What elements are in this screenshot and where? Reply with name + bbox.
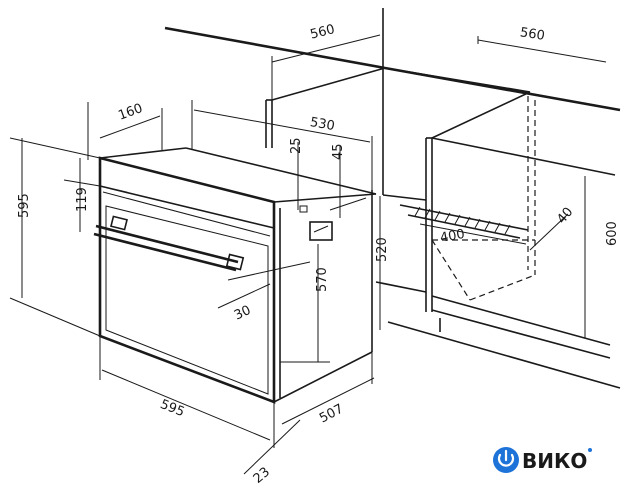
dim-handle-offset: 30	[232, 303, 253, 324]
dim-vent-width: 400	[439, 227, 466, 246]
oven-body	[93, 147, 377, 404]
dim-niche-height-right: 600	[605, 221, 620, 246]
dim-oven-width-bottom: 595	[158, 397, 187, 420]
dim-panel-height: 119	[75, 187, 90, 212]
dim-oven-depth-top: 530	[309, 115, 336, 134]
power-icon	[493, 447, 519, 473]
dim-cabinet-width-top: 560	[309, 22, 337, 43]
dim-body-depth-bottom: 507	[317, 402, 346, 427]
brand-logo: ВИКО	[493, 447, 592, 473]
dim-niche-width-right: 560	[519, 25, 546, 44]
vent-hatching	[399, 204, 529, 239]
dim-panel-depth: 160	[116, 101, 144, 124]
dimension-lines	[9, 8, 607, 475]
dim-top-gap: 25	[289, 137, 304, 154]
dim-niche-height-cabinet: 520	[375, 237, 390, 262]
dim-front-thickness: 23	[251, 465, 273, 486]
logo-dot	[588, 448, 592, 452]
cabinet-structure	[164, 8, 621, 389]
oven-handle	[93, 215, 245, 272]
brand-name: ВИКО	[522, 449, 587, 473]
dim-body-height: 570	[315, 267, 330, 292]
dim-oven-height: 595	[17, 193, 32, 218]
dimension-labels: 560 560 530 160 595 119 25 45 570 520 40…	[17, 22, 620, 486]
dim-top-offset: 45	[331, 143, 346, 160]
